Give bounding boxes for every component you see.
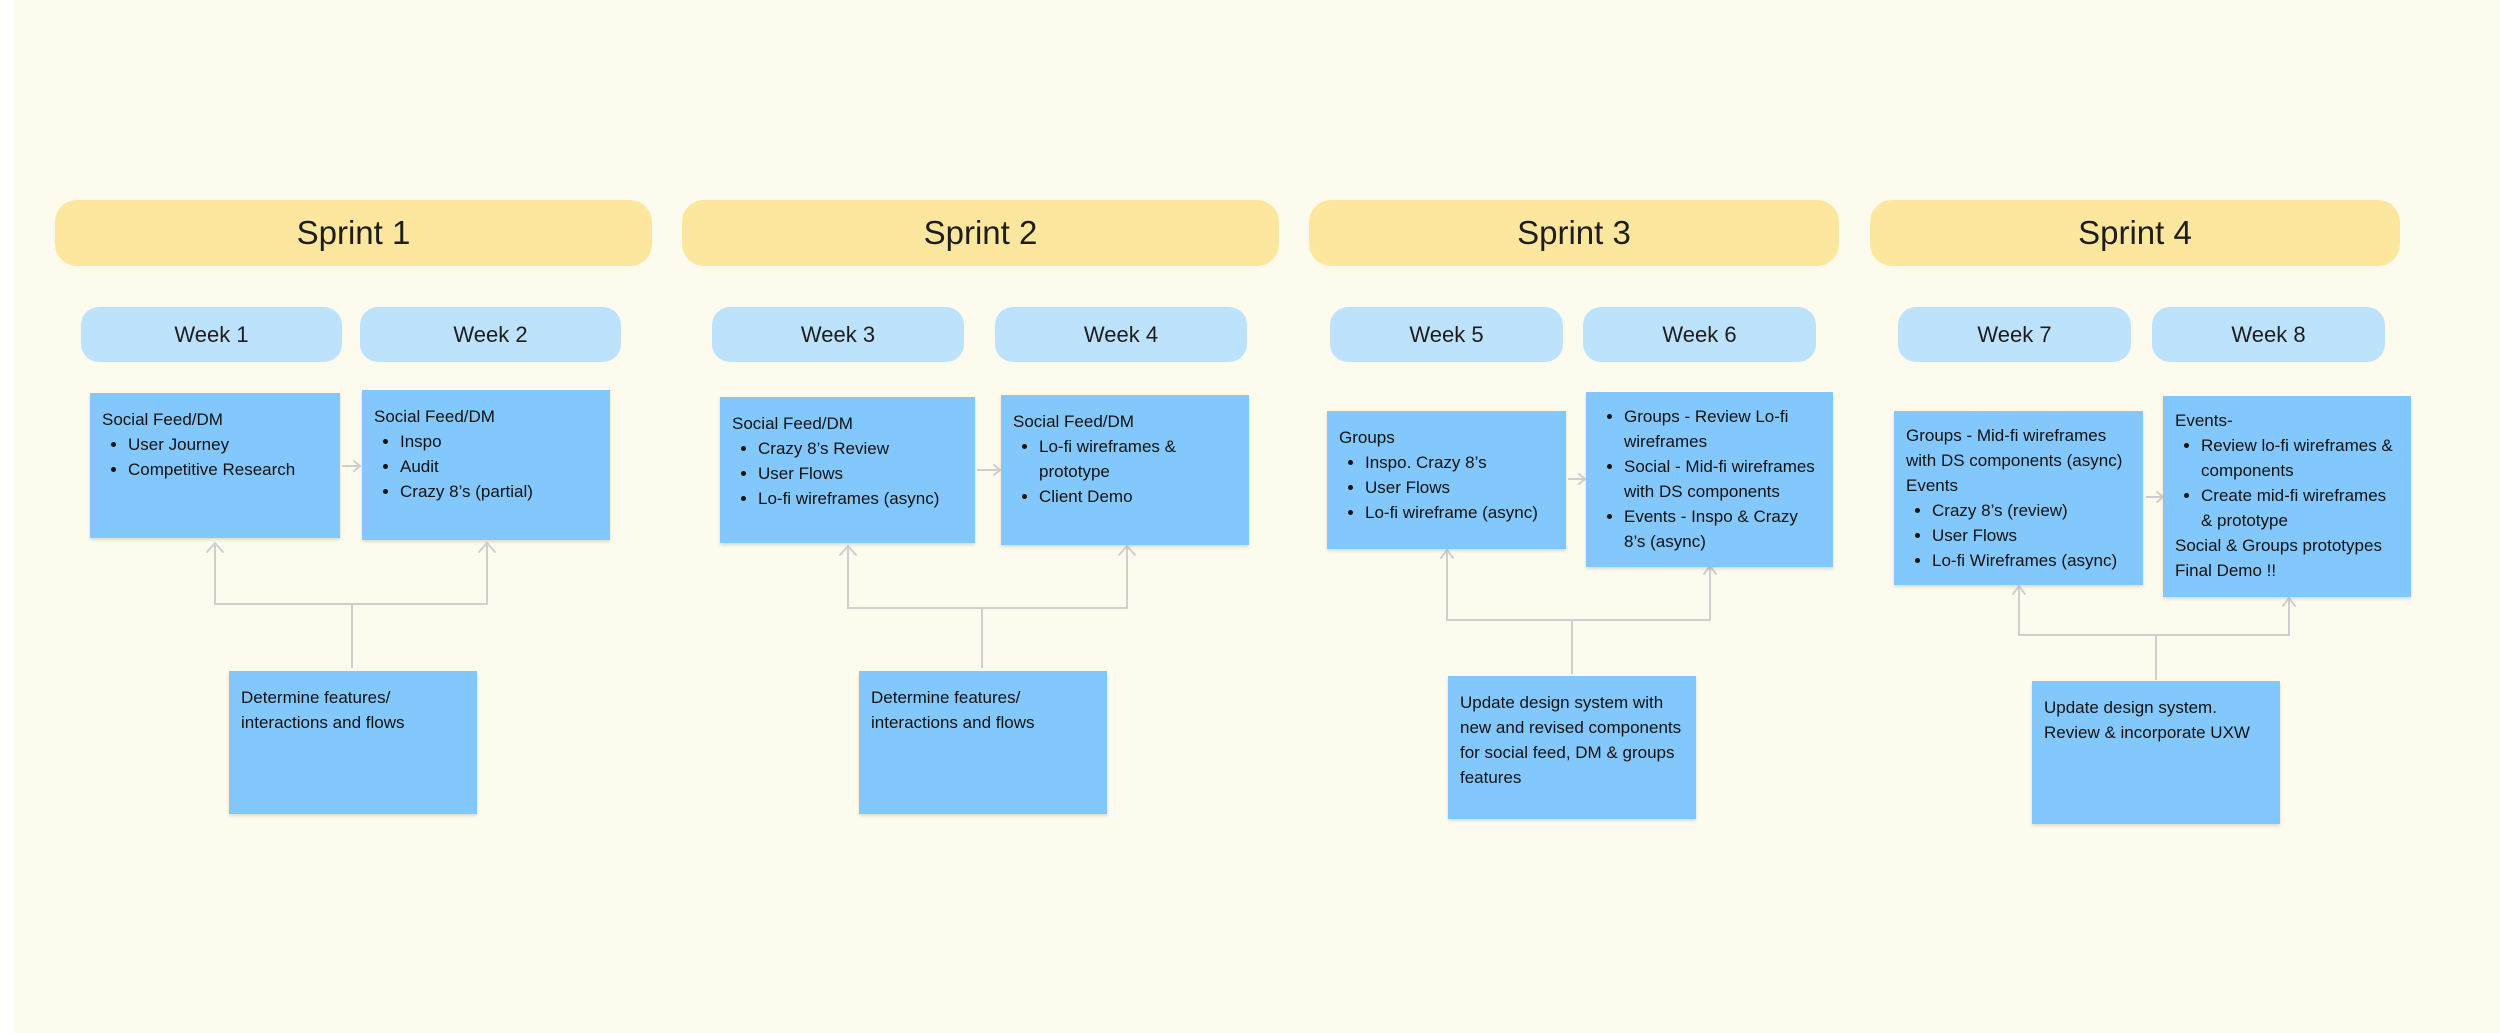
sticky-note-week-1[interactable]: Social Feed/DM User Journey Competitive … bbox=[90, 393, 340, 538]
note-text: Determine features/ interactions and flo… bbox=[241, 688, 405, 732]
note-item: Lo-fi wireframes (async) bbox=[758, 486, 963, 511]
note-list: Inspo. Crazy 8’s User Flows Lo-fi wirefr… bbox=[1339, 450, 1554, 525]
note-item: Audit bbox=[400, 454, 598, 479]
note-item: Lo-fi Wireframes (async) bbox=[1932, 548, 2131, 573]
note-list: Review lo-fi wireframes & components Cre… bbox=[2175, 433, 2399, 533]
note-title: Social Feed/DM bbox=[102, 410, 223, 429]
note-item: Lo-fi wireframe (async) bbox=[1365, 500, 1554, 525]
note-item: User Flows bbox=[1932, 523, 2131, 548]
note-item: Inspo bbox=[400, 429, 598, 454]
note-subtitle: Events bbox=[1906, 476, 1958, 495]
sprint-4-header[interactable]: Sprint 4 bbox=[1870, 200, 2400, 266]
note-item: Groups - Review Lo-fi wireframes bbox=[1624, 404, 1821, 454]
sticky-note-week-3[interactable]: Social Feed/DM Crazy 8’s Review User Flo… bbox=[720, 397, 975, 543]
week-8-label[interactable]: Week 8 bbox=[2152, 307, 2385, 362]
week-7-label[interactable]: Week 7 bbox=[1898, 307, 2131, 362]
sticky-note-sprint-4[interactable]: Update design system. Review & incorpora… bbox=[2032, 681, 2280, 824]
note-text: Update design system. Review & incorpora… bbox=[2044, 698, 2250, 742]
sticky-note-week-6[interactable]: Groups - Review Lo-fi wireframes Social … bbox=[1586, 392, 1833, 567]
week-3-label[interactable]: Week 3 bbox=[712, 307, 964, 362]
note-item: Lo-fi wireframes & prototype bbox=[1039, 434, 1237, 484]
week-2-label[interactable]: Week 2 bbox=[360, 307, 621, 362]
sticky-note-week-7[interactable]: Groups - Mid-fi wireframes with DS compo… bbox=[1894, 411, 2143, 585]
sticky-note-week-8[interactable]: Events- Review lo-fi wireframes & compon… bbox=[2163, 396, 2411, 597]
note-title: Social Feed/DM bbox=[1013, 412, 1134, 431]
sprint-1-header[interactable]: Sprint 1 bbox=[55, 200, 652, 266]
note-item: Inspo. Crazy 8’s bbox=[1365, 450, 1554, 475]
sticky-note-week-2[interactable]: Social Feed/DM Inspo Audit Crazy 8’s (pa… bbox=[362, 390, 610, 540]
note-list: Inspo Audit Crazy 8’s (partial) bbox=[374, 429, 598, 504]
sprint-3-header[interactable]: Sprint 3 bbox=[1309, 200, 1839, 266]
note-title: Groups - Mid-fi wireframes with DS compo… bbox=[1906, 426, 2123, 470]
note-item: Create mid-fi wireframes & prototype bbox=[2201, 483, 2399, 533]
note-list: User Journey Competitive Research bbox=[102, 432, 328, 482]
note-title: Social Feed/DM bbox=[732, 414, 853, 433]
note-title: Groups bbox=[1339, 428, 1395, 447]
week-5-label[interactable]: Week 5 bbox=[1330, 307, 1563, 362]
week-4-label[interactable]: Week 4 bbox=[995, 307, 1247, 362]
week-6-label[interactable]: Week 6 bbox=[1583, 307, 1816, 362]
sprint-2-header[interactable]: Sprint 2 bbox=[682, 200, 1279, 266]
note-item: User Flows bbox=[758, 461, 963, 486]
sticky-note-sprint-3[interactable]: Update design system with new and revise… bbox=[1448, 676, 1696, 819]
sticky-note-week-5[interactable]: Groups Inspo. Crazy 8’s User Flows Lo-fi… bbox=[1327, 411, 1566, 549]
note-title: Social Feed/DM bbox=[374, 407, 495, 426]
note-item: Crazy 8’s (partial) bbox=[400, 479, 598, 504]
note-title: Events- bbox=[2175, 411, 2233, 430]
note-item: Events - Inspo & Crazy 8’s (async) bbox=[1624, 504, 1821, 554]
note-item: User Flows bbox=[1365, 475, 1554, 500]
note-item: Review lo-fi wireframes & components bbox=[2201, 433, 2399, 483]
sticky-note-sprint-1[interactable]: Determine features/ interactions and flo… bbox=[229, 671, 477, 814]
note-text: Update design system with new and revise… bbox=[1460, 693, 1682, 787]
note-item: User Journey bbox=[128, 432, 328, 457]
sticky-note-sprint-2[interactable]: Determine features/ interactions and flo… bbox=[859, 671, 1107, 814]
note-item: Crazy 8’s (review) bbox=[1932, 498, 2131, 523]
week-1-label[interactable]: Week 1 bbox=[81, 307, 342, 362]
note-item: Client Demo bbox=[1039, 484, 1237, 509]
note-footer: Social & Groups prototypes bbox=[2175, 536, 2382, 555]
sticky-note-week-4[interactable]: Social Feed/DM Lo-fi wireframes & protot… bbox=[1001, 395, 1249, 545]
note-list: Crazy 8’s Review User Flows Lo-fi wirefr… bbox=[732, 436, 963, 511]
note-text: Determine features/ interactions and flo… bbox=[871, 688, 1035, 732]
canvas-edge bbox=[0, 0, 14, 1033]
note-list: Lo-fi wireframes & prototype Client Demo bbox=[1013, 434, 1237, 509]
note-item: Competitive Research bbox=[128, 457, 328, 482]
note-footer: Final Demo !! bbox=[2175, 561, 2277, 580]
note-item: Social - Mid-fi wireframes with DS compo… bbox=[1624, 454, 1821, 504]
note-list: Crazy 8’s (review) User Flows Lo-fi Wire… bbox=[1906, 498, 2131, 573]
note-item: Crazy 8’s Review bbox=[758, 436, 963, 461]
note-list: Groups - Review Lo-fi wireframes Social … bbox=[1598, 404, 1821, 554]
